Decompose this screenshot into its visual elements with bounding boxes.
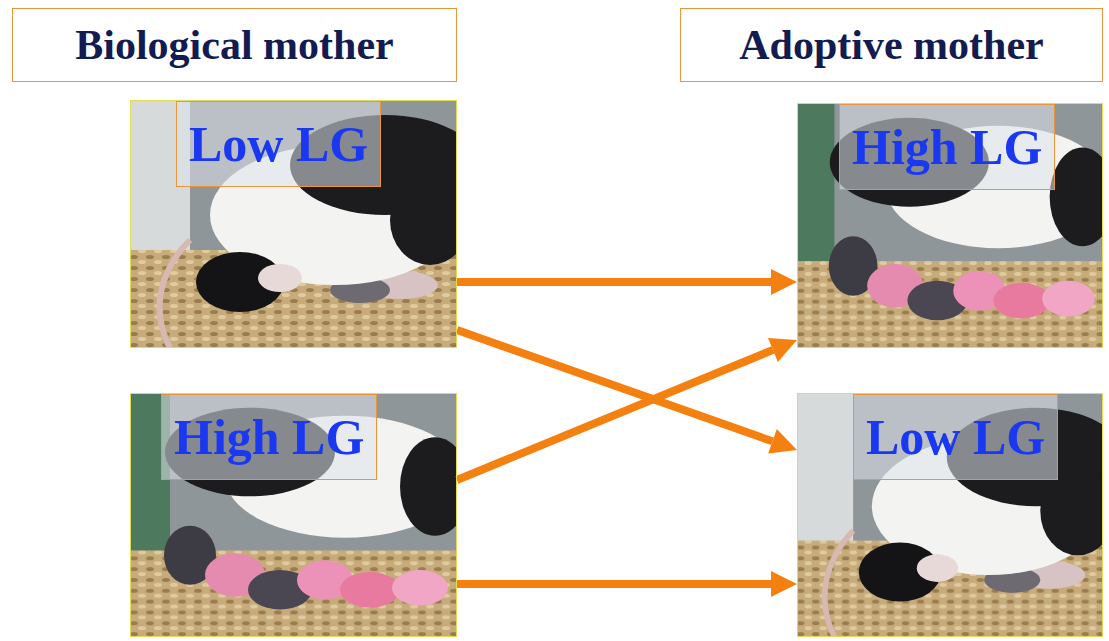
group-label: Low LG [176, 101, 381, 187]
rat-photo [797, 103, 1109, 348]
photo-panel: Low LG [130, 100, 457, 348]
arrow-line [457, 278, 771, 286]
header-box: Adoptive mother [680, 8, 1103, 82]
arrow-line [457, 580, 771, 588]
rat-photo [797, 393, 1109, 637]
rat-photo [130, 100, 480, 348]
arrow-head [768, 429, 797, 454]
rat-photo [130, 393, 470, 637]
photo-panel: High LG [797, 103, 1103, 348]
column-heading: Adoptive mother [739, 22, 1043, 68]
arrow-connector [457, 269, 797, 295]
rat-photo [797, 393, 1109, 637]
arrow-head [771, 571, 797, 597]
rat-photo [130, 393, 470, 637]
group-label: Low LG [853, 394, 1058, 480]
photo-panel: High LG [130, 393, 457, 637]
group-label: High LG [161, 394, 377, 480]
arrow-head [771, 269, 797, 295]
arrow-connector [457, 571, 797, 597]
header-box: Biological mother [12, 8, 457, 82]
group-label: High LG [839, 104, 1055, 190]
rat-photo [130, 100, 480, 348]
arrow-line [457, 350, 773, 480]
column-heading: Biological mother [75, 22, 393, 68]
arrow-connector [457, 330, 797, 454]
arrow-head [768, 338, 797, 362]
arrow-line [457, 330, 772, 441]
rat-photo [797, 103, 1109, 348]
photo-panel: Low LG [797, 393, 1103, 637]
arrow-connector [457, 338, 797, 480]
